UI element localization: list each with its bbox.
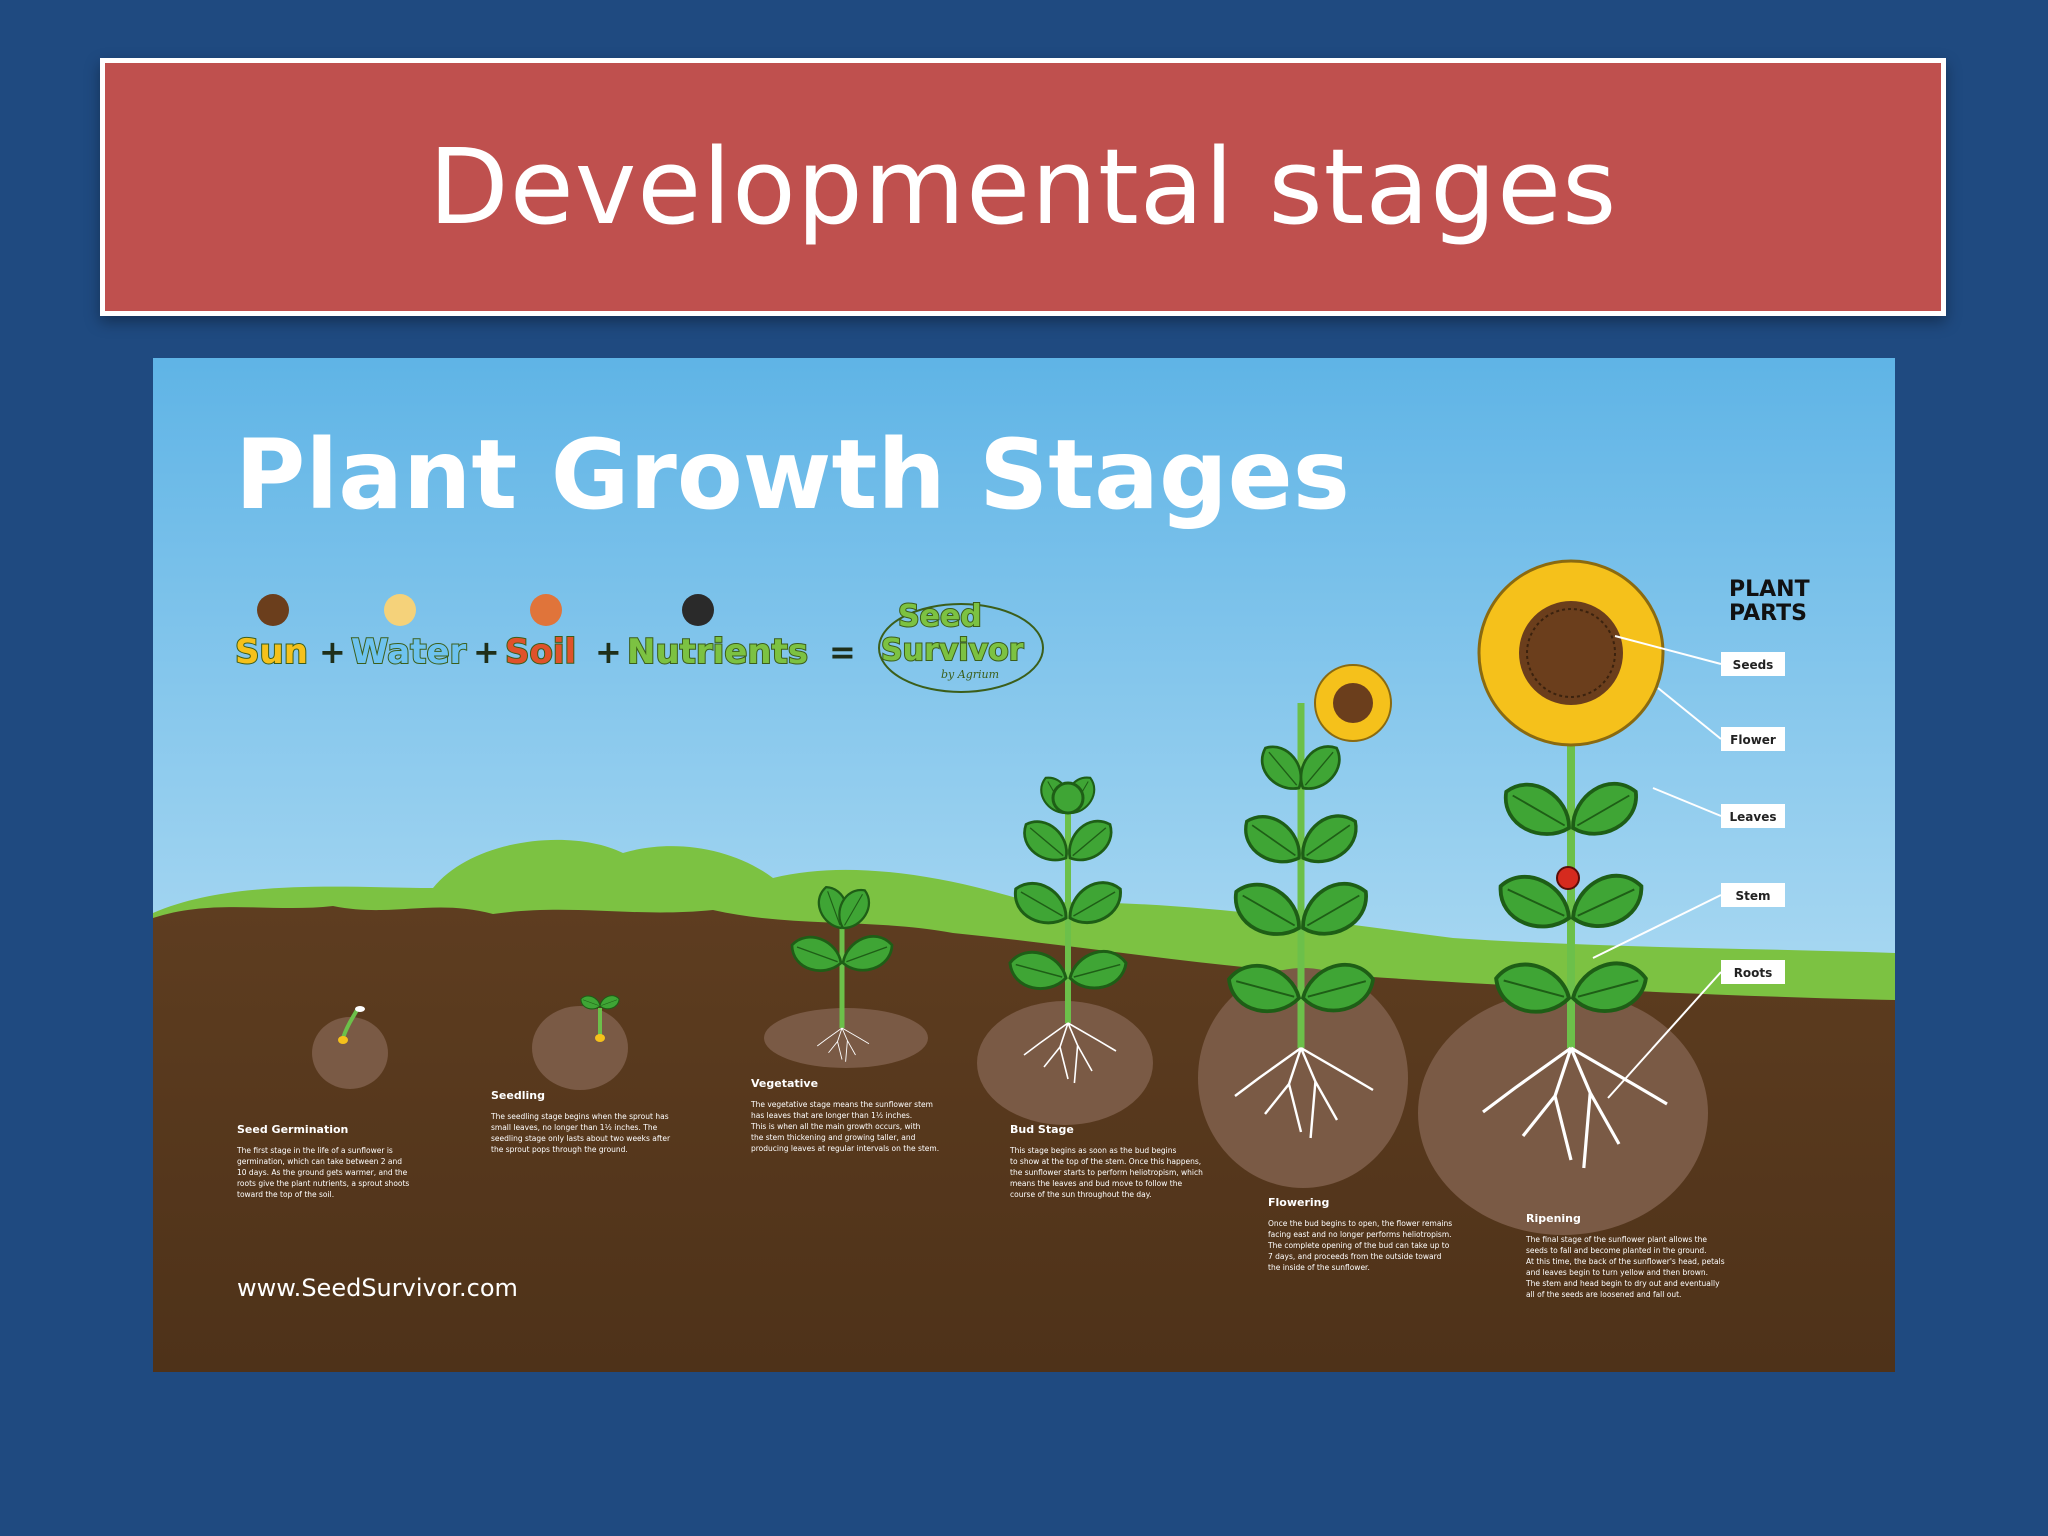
- kid-icon: [257, 594, 289, 626]
- stage-description-line: the sprout pops through the ground.: [491, 1145, 628, 1154]
- stage-ripening-text: Ripening The final stage of the sunflowe…: [1525, 1212, 1725, 1299]
- stage-description-line: 10 days. As the ground gets warmer, and …: [237, 1168, 408, 1177]
- stage-description-line: The final stage of the sunflower plant a…: [1525, 1235, 1707, 1244]
- stage-description-line: seeds to fall and become planted in the …: [1526, 1246, 1707, 1255]
- poster-title: Plant Growth Stages: [235, 419, 1350, 531]
- flower-label-box: [1721, 727, 1785, 751]
- title-bar: Developmental stages: [100, 58, 1946, 316]
- soil-pocket-bud: [977, 1001, 1153, 1125]
- equation-plus: +: [319, 633, 346, 671]
- roots-label-box: [1721, 960, 1785, 984]
- stage-description-line: The first stage in the life of a sunflow…: [236, 1146, 393, 1155]
- stage-description-line: This is when all the main growth occurs,…: [750, 1122, 921, 1131]
- stage-germination-seed: [338, 1006, 365, 1044]
- part-label-roots: Roots: [1734, 966, 1773, 980]
- website-url: www.SeedSurvivor.com: [237, 1274, 518, 1302]
- seeds-label-box: [1721, 652, 1785, 676]
- kid-icon: [530, 594, 562, 626]
- soil-pocket-ripening: [1418, 991, 1708, 1235]
- slide-title: Developmental stages: [428, 126, 1618, 248]
- stage-title: Ripening: [1526, 1212, 1581, 1225]
- stage-title: Vegetative: [751, 1077, 818, 1090]
- part-label-flower: Flower: [1730, 733, 1776, 747]
- ladybug: [1556, 866, 1580, 890]
- stage-vegetative-plant: [785, 881, 899, 1063]
- part-label-seeds: Seeds: [1733, 658, 1774, 672]
- stage-title: Bud Stage: [1010, 1123, 1074, 1136]
- stem-label-box: [1721, 883, 1785, 907]
- equation-term-nutrients: Nutrients: [627, 632, 808, 672]
- logo-survivor-text: Survivor: [881, 633, 1024, 668]
- stage-vegetative-text: Vegetative The vegetative stage means th…: [750, 1077, 939, 1153]
- plant-parts-pointers: [1592, 635, 1722, 1099]
- stage-description-line: The seedling stage begins when the sprou…: [490, 1112, 669, 1121]
- stage-description-line: roots give the plant nutrients, a sprout…: [237, 1179, 409, 1188]
- poster-illustration: Plant Growth Stages Sun + Water + Soil +…: [153, 358, 1895, 1372]
- logo-subtitle: by Agrium: [941, 668, 999, 681]
- stage-description-line: small leaves, no longer than 1½ inches. …: [491, 1123, 658, 1132]
- equation-term-water: Water: [351, 632, 467, 672]
- stage-description-line: and leaves begin to turn yellow and then…: [1526, 1268, 1708, 1277]
- stage-germination-text: Seed Germination The first stage in the …: [236, 1123, 409, 1199]
- logo-seed-text: Seed: [898, 599, 982, 634]
- stage-description-line: At this time, the back of the sunflower'…: [1526, 1257, 1725, 1266]
- stage-ripening-plant: [1477, 559, 1669, 1170]
- stage-description-line: course of the sun throughout the day.: [1010, 1190, 1152, 1199]
- stage-bud-plant: [1003, 770, 1132, 1084]
- kid-icon: [682, 594, 714, 626]
- stage-description-line: Once the bud begins to open, the flower …: [1268, 1219, 1452, 1228]
- stage-flowering-text: Flowering Once the bud begins to open, t…: [1267, 1196, 1452, 1272]
- stage-flowering-plant: [1221, 664, 1392, 1140]
- stage-description-line: the inside of the sunflower.: [1268, 1263, 1370, 1272]
- stage-description-line: toward the top of the soil.: [237, 1190, 334, 1199]
- stage-description-line: This stage begins as soon as the bud beg…: [1009, 1146, 1176, 1155]
- stage-description-line: has leaves that are longer than 1½ inche…: [751, 1111, 912, 1120]
- stage-description-line: the sunflower starts to perform heliotro…: [1010, 1168, 1203, 1177]
- part-label-leaves: Leaves: [1730, 810, 1777, 824]
- stage-seedling-plant: [578, 992, 622, 1042]
- equation-term-soil: Soil: [505, 632, 576, 672]
- kid-icon: [384, 594, 416, 626]
- equation-term-sun: Sun: [235, 632, 308, 672]
- equation-plus: +: [473, 633, 500, 671]
- stage-title: Flowering: [1268, 1196, 1329, 1209]
- stage-description-line: facing east and no longer performs helio…: [1268, 1230, 1452, 1239]
- plant-parts-title: PARTS: [1729, 601, 1807, 626]
- stage-description-line: the stem thickening and growing taller, …: [751, 1133, 916, 1142]
- part-label-stem: Stem: [1735, 889, 1770, 903]
- stage-description-line: to show at the top of the stem. Once thi…: [1010, 1157, 1201, 1166]
- stage-description-line: The vegetative stage means the sunflower…: [750, 1100, 933, 1109]
- stage-description-line: all of the seeds are loosened and fall o…: [1526, 1290, 1681, 1299]
- plant-parts-labels: [1721, 652, 1785, 984]
- stage-description-line: means the leaves and bud move to follow …: [1010, 1179, 1182, 1188]
- stage-description-line: germination, which can take between 2 an…: [237, 1157, 402, 1166]
- stage-description-line: seedling stage only lasts about two week…: [491, 1134, 671, 1143]
- plant-growth-poster: Plant Growth Stages Sun + Water + Soil +…: [153, 358, 1895, 1372]
- soil-pocket-seedling: [532, 1006, 628, 1090]
- stage-title: Seedling: [491, 1089, 545, 1102]
- equation-equals: =: [829, 633, 856, 671]
- equation-plus: +: [595, 633, 622, 671]
- stage-description-line: producing leaves at regular intervals on…: [751, 1144, 939, 1153]
- plant-parts-title: PLANT: [1729, 577, 1810, 602]
- leaves-label-box: [1721, 804, 1785, 828]
- kid-icons: [257, 594, 714, 626]
- stage-description-line: The stem and head begin to dry out and e…: [1525, 1279, 1720, 1288]
- stage-description-line: 7 days, and proceeds from the outside to…: [1268, 1252, 1442, 1261]
- stage-seedling-text: Seedling The seedling stage begins when …: [490, 1089, 671, 1154]
- soil-pocket-flowering: [1198, 968, 1408, 1188]
- stage-bud-text: Bud Stage This stage begins as soon as t…: [1009, 1123, 1203, 1199]
- seed-survivor-logo-outline: [878, 603, 1044, 693]
- stage-title: Seed Germination: [237, 1123, 348, 1136]
- soil-pocket-germination: [312, 1017, 388, 1089]
- stage-description-line: The complete opening of the bud can take…: [1267, 1241, 1450, 1250]
